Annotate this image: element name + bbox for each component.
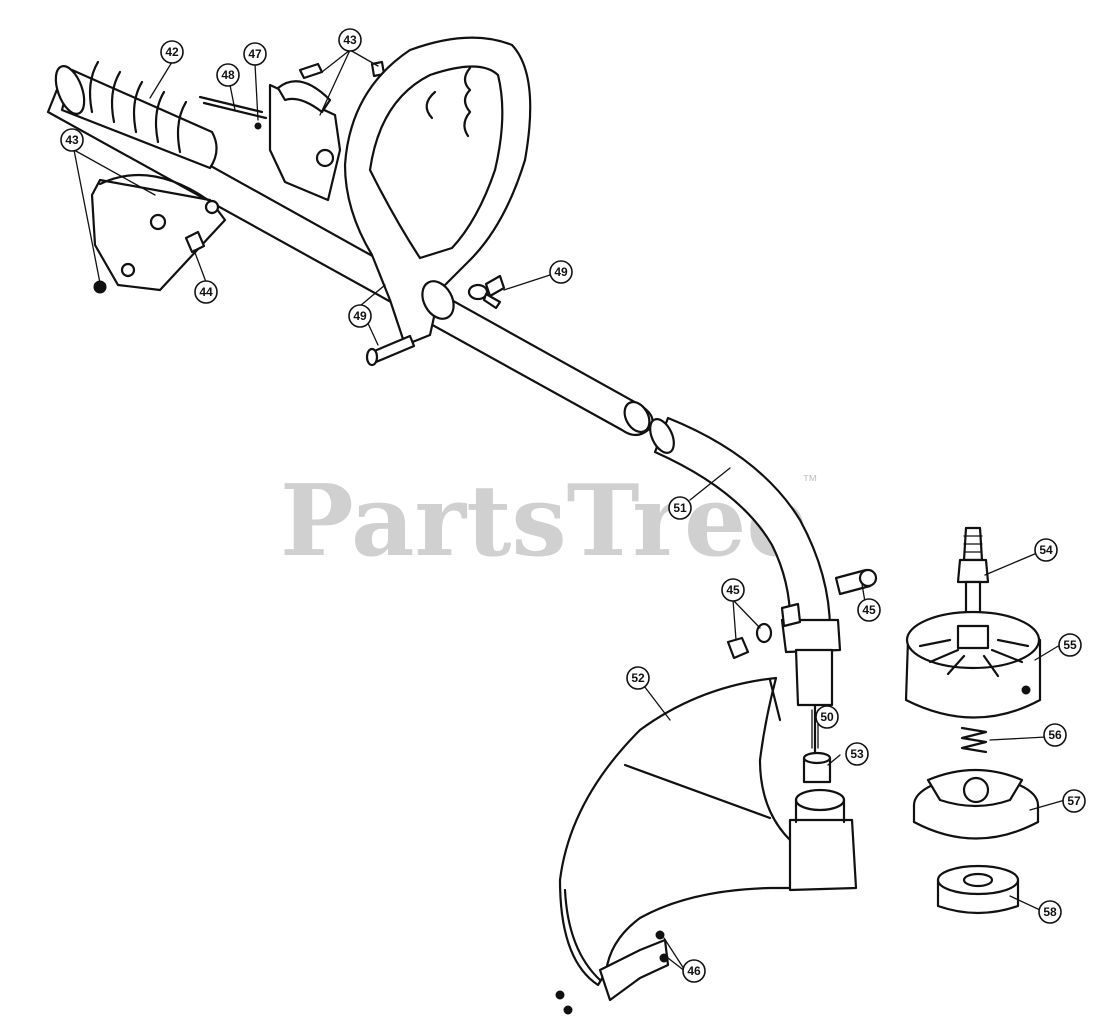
callout-50-label: 50	[820, 710, 834, 724]
callout-57: 57	[1062, 789, 1086, 813]
line-spool	[912, 768, 1040, 840]
wing-nut	[467, 274, 506, 310]
shaft-clamp	[726, 568, 878, 660]
bump-knob	[936, 864, 1020, 915]
grass-shield	[558, 676, 858, 987]
callout-52-label: 52	[631, 671, 645, 685]
throttle-housing	[198, 80, 342, 202]
upper-shaft-tube	[46, 80, 654, 437]
handle-bolt	[365, 334, 416, 367]
callout-42: 42	[160, 40, 184, 64]
callout-45-left: 45	[721, 578, 745, 602]
callout-55-label: 55	[1063, 638, 1077, 652]
callout-58: 58	[1038, 900, 1062, 924]
callout-53: 53	[845, 742, 869, 766]
watermark-trademark: ™	[802, 473, 818, 490]
callout-45-right: 45	[857, 598, 881, 622]
drive-tube	[794, 648, 834, 757]
spool-housing	[904, 610, 1042, 719]
callout-51-label: 51	[673, 501, 687, 515]
callout-45-left-label: 45	[726, 583, 740, 597]
handle-grip	[54, 60, 218, 170]
spring	[960, 726, 988, 754]
screws-43-top	[298, 60, 386, 80]
callout-49-left-label: 49	[353, 309, 367, 323]
callout-50: 50	[815, 705, 839, 729]
callout-45-right-label: 45	[862, 603, 876, 617]
callout-56-label: 56	[1048, 728, 1062, 742]
callout-48-label: 48	[221, 68, 235, 82]
loop-handle	[343, 36, 532, 347]
left-clamp-block	[90, 173, 227, 294]
callout-57-label: 57	[1067, 794, 1081, 808]
callout-58-label: 58	[1043, 905, 1057, 919]
shield-bracket	[555, 930, 670, 1015]
callout-44-label: 44	[199, 285, 213, 299]
callout-46-label: 46	[687, 964, 701, 978]
callout-43-top-label: 43	[343, 33, 357, 47]
callout-49-right-label: 49	[554, 265, 568, 279]
callout-43-top: 43	[338, 28, 362, 52]
callout-44: 44	[194, 280, 218, 304]
callout-51: 51	[668, 496, 692, 520]
callout-53-label: 53	[850, 747, 864, 761]
callout-52: 52	[626, 666, 650, 690]
callout-46: 46	[682, 959, 706, 983]
callout-54: 54	[1034, 538, 1058, 562]
callout-42-label: 42	[165, 45, 179, 59]
callout-47-label: 47	[248, 47, 262, 61]
callout-49-right: 49	[549, 260, 573, 284]
callout-54-label: 54	[1039, 543, 1053, 557]
callout-47: 47	[243, 42, 267, 66]
callout-56: 56	[1043, 723, 1067, 747]
callout-43-left: 43	[60, 128, 84, 152]
callout-48: 48	[216, 63, 240, 87]
callout-55: 55	[1058, 633, 1082, 657]
callout-43-left-label: 43	[65, 133, 79, 147]
callout-49-left: 49	[348, 304, 372, 328]
bushing	[802, 751, 832, 784]
